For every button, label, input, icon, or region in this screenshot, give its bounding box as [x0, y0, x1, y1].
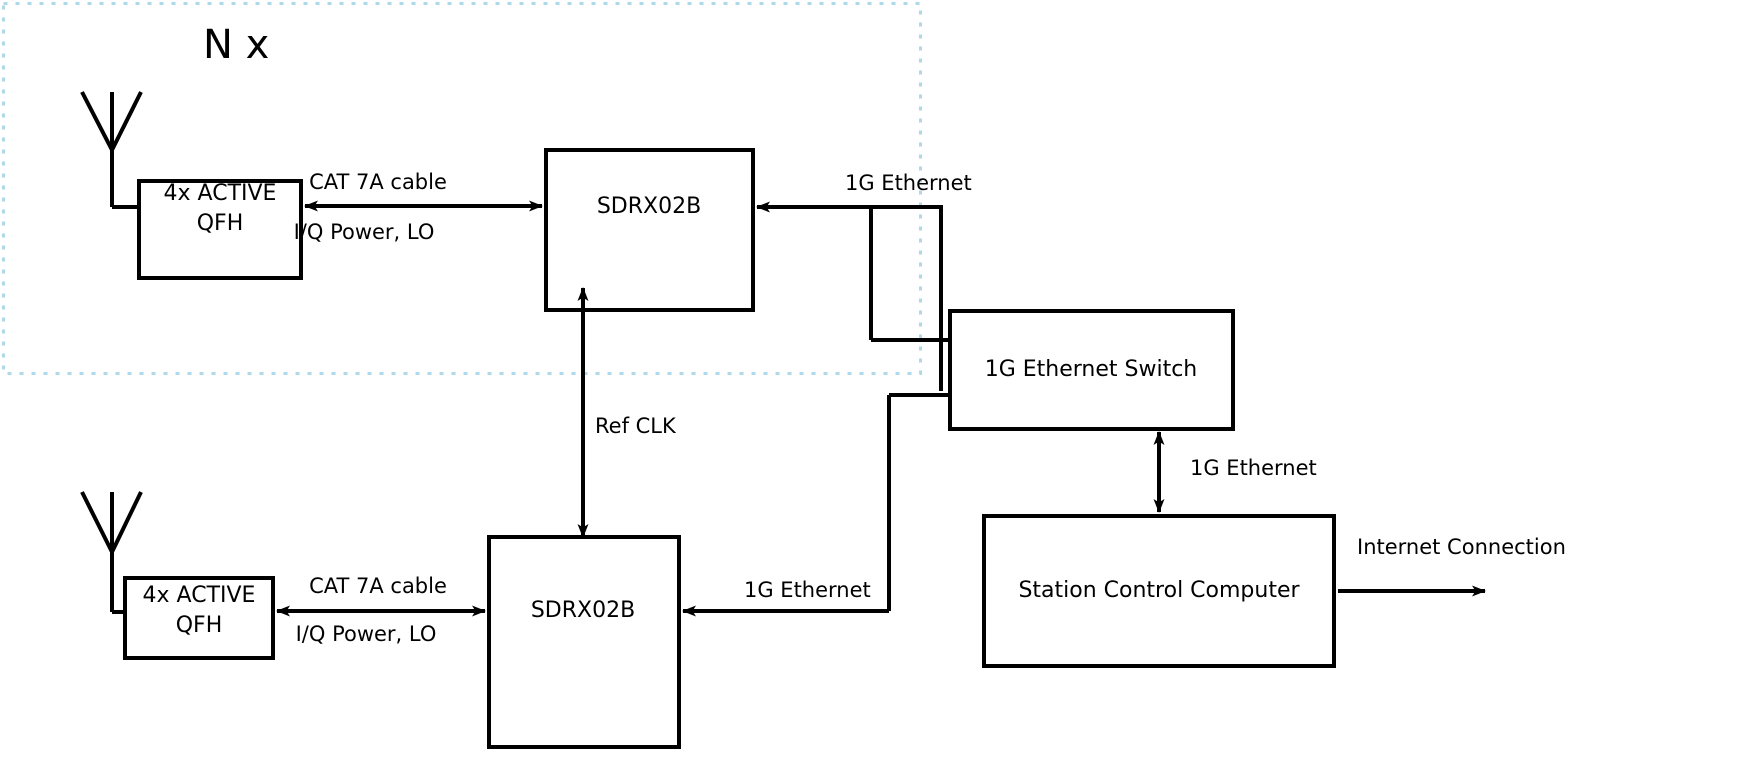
edge-1g-ethernet-bottom-label: 1G Ethernet	[744, 578, 871, 602]
node-qfh-top[interactable]	[137, 179, 303, 280]
edge-iq-power-lo-bottom-label: I/Q Power, LO	[296, 622, 437, 646]
edge-cat7a-top-label: CAT 7A cable	[309, 170, 447, 194]
node-qfh-bottom-label-line2: QFH	[176, 613, 223, 638]
node-sdrx02b-top-label: SDRX02B	[597, 194, 701, 219]
edge-sdr-top-to-switch	[756, 201, 943, 391]
node-ethernet-switch[interactable]	[948, 309, 1235, 431]
node-station-control-computer-label: Station Control Computer	[1018, 578, 1300, 603]
node-sdrx02b-bottom[interactable]	[487, 535, 681, 749]
node-sdrx02b-bottom-label: SDRX02B	[531, 598, 635, 623]
edge-internet-connection-label: Internet Connection	[1357, 535, 1566, 559]
node-station-control-computer[interactable]	[982, 514, 1336, 668]
node-sdrx02b-top[interactable]	[544, 148, 755, 312]
n-times-group-label: N x	[203, 22, 269, 68]
node-qfh-bottom[interactable]	[123, 576, 275, 660]
edge-cat7a-bottom-label: CAT 7A cable	[309, 574, 447, 598]
edge-iq-power-lo-top-label: I/Q Power, LO	[294, 220, 435, 244]
node-qfh-bottom-label-line1: 4x ACTIVE	[143, 583, 256, 608]
antenna-top-icon	[80, 91, 143, 209]
node-qfh-top-label-line2: QFH	[197, 211, 244, 236]
node-ethernet-switch-label: 1G Ethernet Switch	[985, 357, 1198, 382]
n-times-group-boundary	[2, 2, 922, 375]
edge-ref-clk-label: Ref CLK	[595, 414, 677, 438]
edge-1g-ethernet-switch-computer-label: 1G Ethernet	[1190, 456, 1317, 480]
node-qfh-top-label-line1: 4x ACTIVE	[164, 181, 277, 206]
edge-1g-ethernet-top-label: 1G Ethernet	[845, 171, 972, 195]
